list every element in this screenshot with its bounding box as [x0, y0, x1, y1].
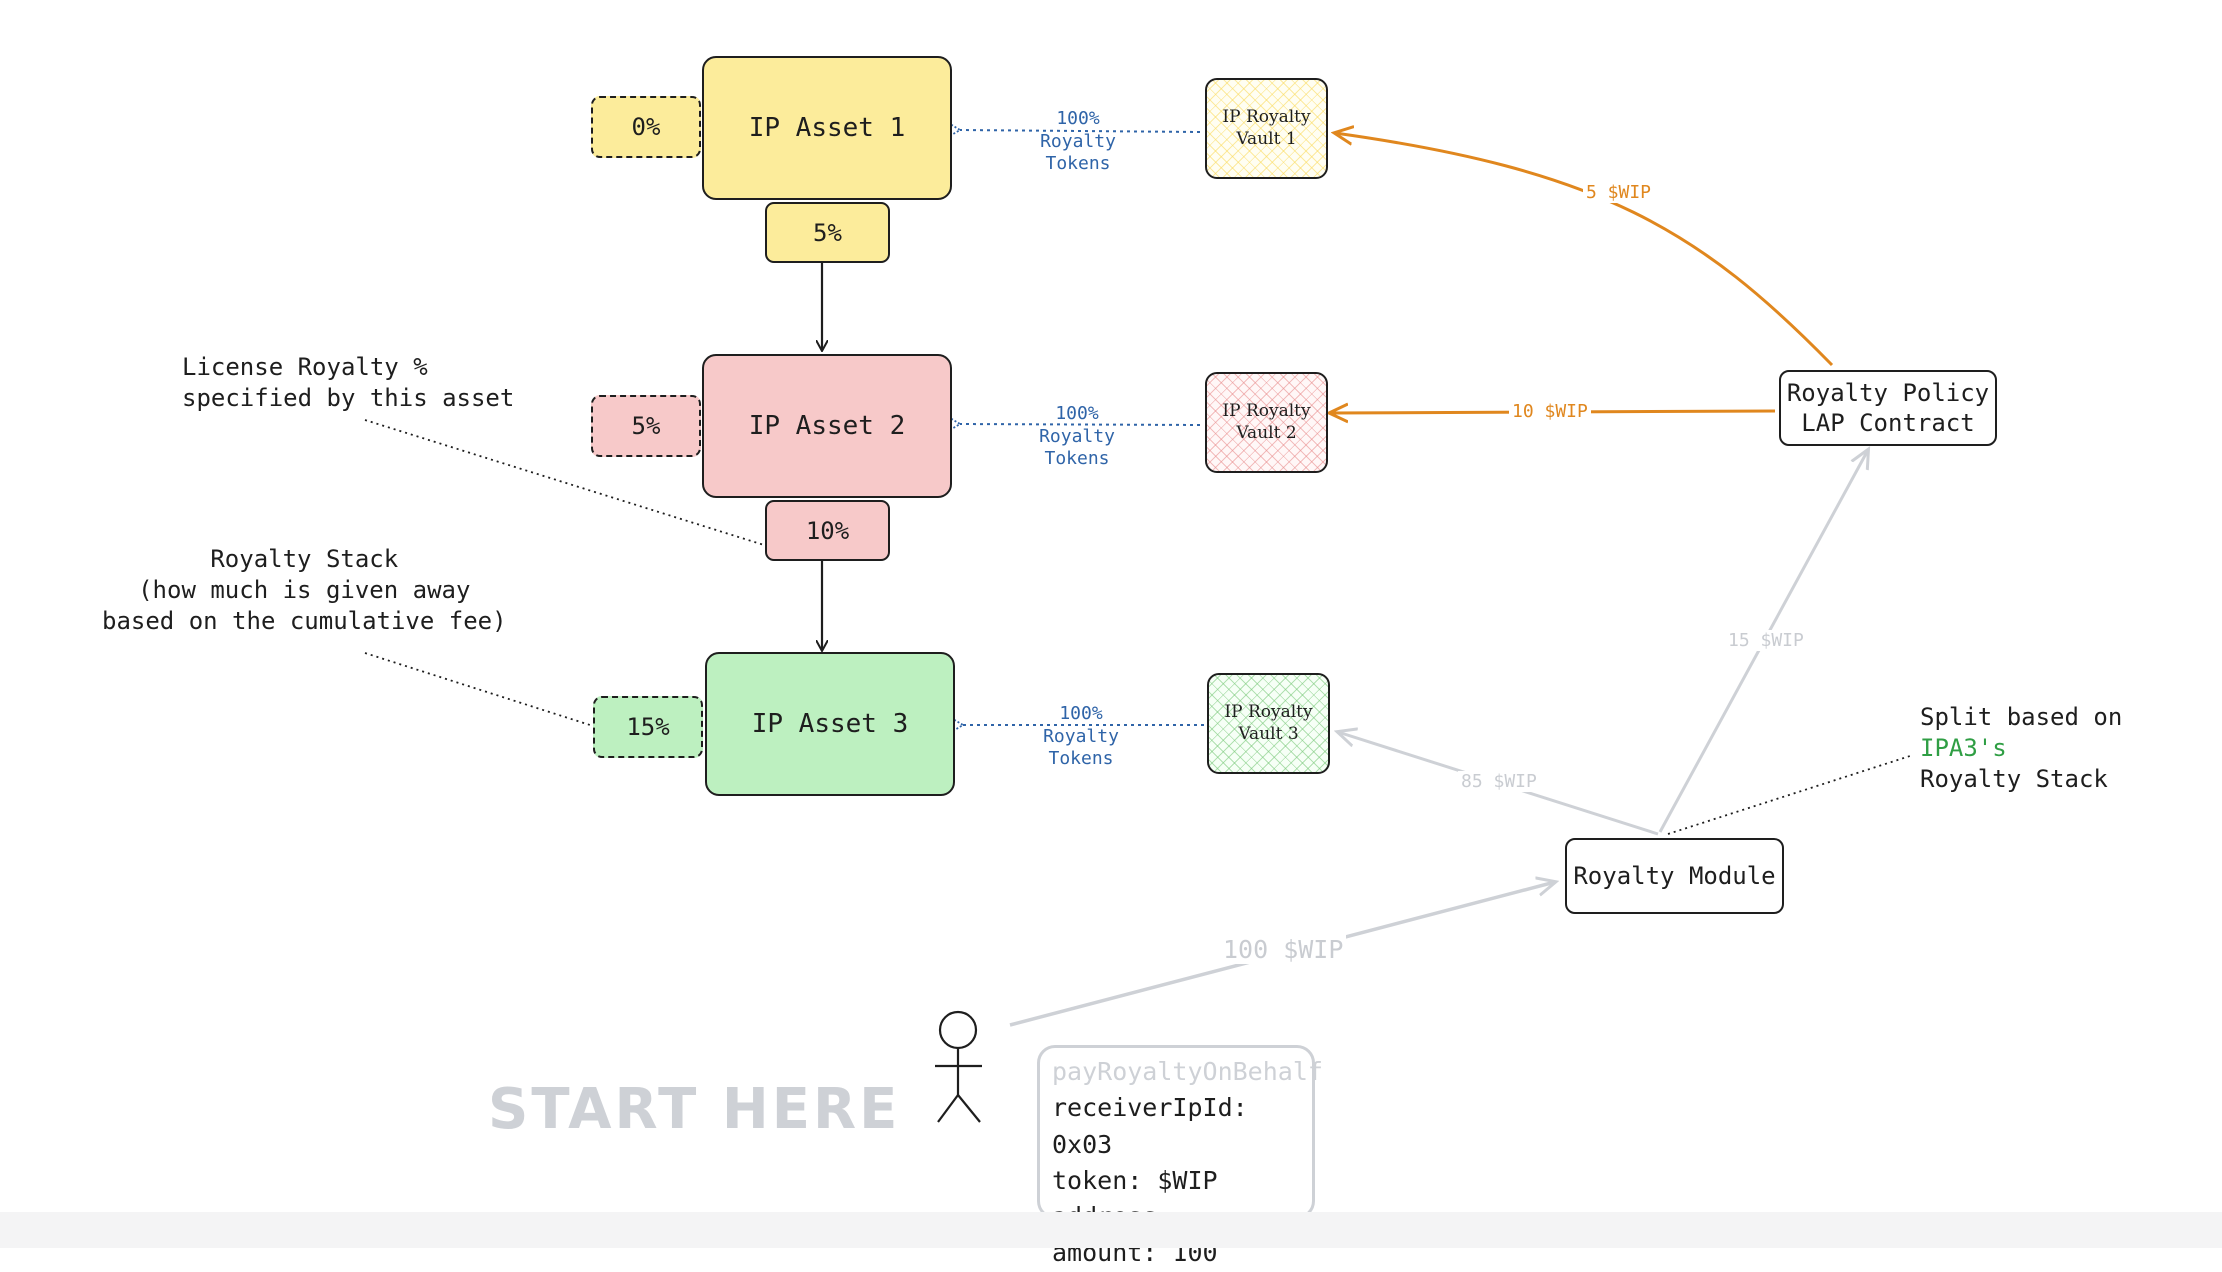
- asset-2-royalty-stack: 5%: [591, 395, 701, 457]
- royalty-tokens-label-3: 100% Royalty Tokens: [1043, 703, 1119, 769]
- royalty-tokens-label-2: 100% Royalty Tokens: [1039, 403, 1115, 469]
- royalty-tokens-label-1: 100% Royalty Tokens: [1040, 108, 1116, 174]
- pointer-split-note: [1667, 755, 1911, 835]
- royalty-policy-lap-contract[interactable]: Royalty Policy LAP Contract: [1779, 370, 1997, 446]
- footer-band: [0, 1212, 2222, 1248]
- flow-label-10-wip: 10 $WIP: [1509, 401, 1591, 422]
- split-note: Split based on IPA3's Royalty Stack: [1920, 702, 2222, 796]
- start-here-label: START HERE: [488, 1077, 901, 1142]
- tokens-link-1: [949, 123, 1201, 137]
- flow-label-100-wip: 100 $WIP: [1220, 935, 1347, 964]
- call-function-name: payRoyaltyOnBehalf: [1052, 1057, 1323, 1086]
- royalty-stack-note: Royalty Stack (how much is given away ba…: [102, 545, 507, 636]
- asset-1-license-royalty: 5%: [765, 202, 890, 263]
- user-stick-figure: [935, 1010, 982, 1123]
- royalty-vault-3[interactable]: IP Royalty Vault 3: [1207, 673, 1330, 774]
- split-note-suffix: Royalty Stack: [1920, 765, 2108, 794]
- flow-label-15-wip: 15 $WIP: [1725, 630, 1807, 651]
- split-note-prefix: Split based on: [1920, 703, 2123, 731]
- flow-policy-to-vault1: [1335, 133, 1834, 367]
- flow-label-5-wip: 5 $WIP: [1583, 182, 1655, 203]
- pointer-stack-note: [364, 652, 591, 726]
- pointer-license-note: [364, 419, 765, 546]
- ip-asset-2[interactable]: IP Asset 2: [702, 354, 952, 498]
- ip-asset-1[interactable]: IP Asset 1: [702, 56, 952, 200]
- asset-1-royalty-stack: 0%: [591, 96, 701, 158]
- call-receiver-param: receiverIpId: 0x03: [1052, 1093, 1248, 1159]
- pay-royalty-call-box: payRoyaltyOnBehalf receiverIpId: 0x03 to…: [1037, 1045, 1323, 1267]
- royalty-vault-1[interactable]: IP Royalty Vault 1: [1205, 78, 1328, 179]
- flow-label-85-wip: 85 $WIP: [1458, 771, 1540, 792]
- asset-3-royalty-stack: 15%: [593, 696, 703, 758]
- royalty-module[interactable]: Royalty Module: [1565, 838, 1784, 914]
- asset-2-license-royalty: 10%: [765, 500, 890, 561]
- ip-asset-3[interactable]: IP Asset 3: [705, 652, 955, 796]
- license-royalty-note: License Royalty % specified by this asse…: [182, 353, 515, 413]
- tokens-link-2: [949, 417, 1201, 431]
- split-note-highlight: IPA3's: [1920, 734, 2007, 763]
- royalty-vault-2[interactable]: IP Royalty Vault 2: [1205, 372, 1328, 473]
